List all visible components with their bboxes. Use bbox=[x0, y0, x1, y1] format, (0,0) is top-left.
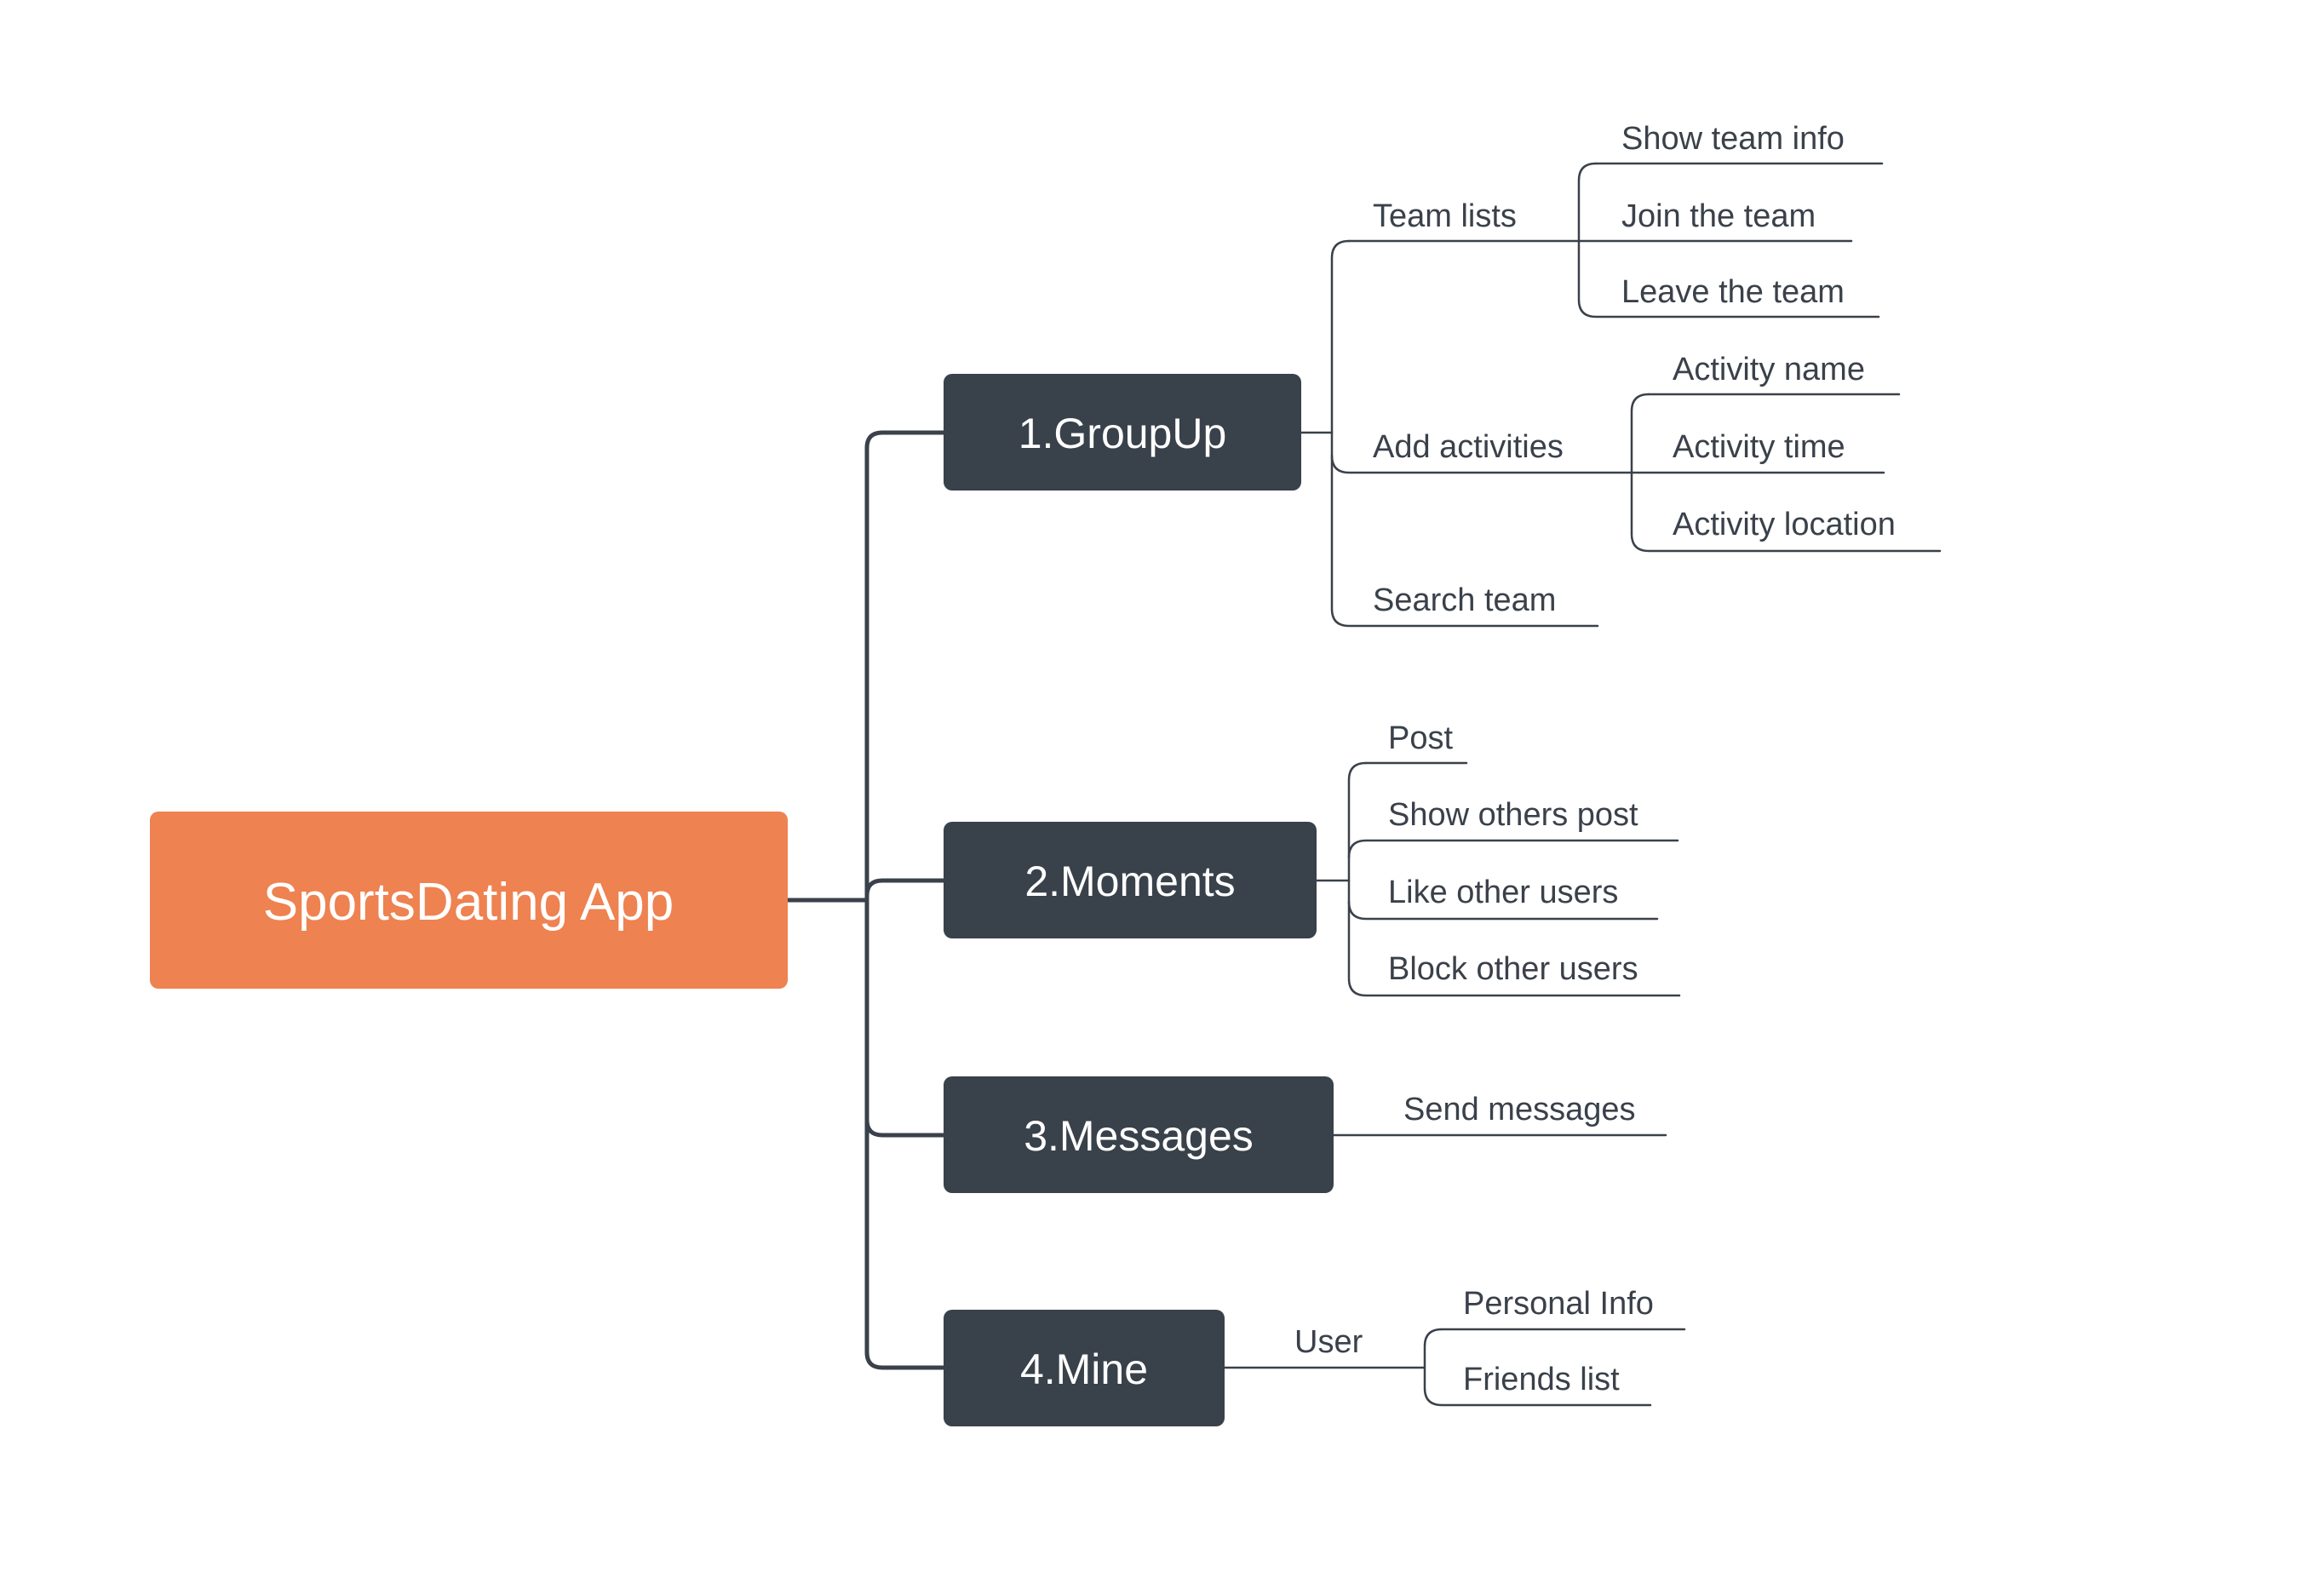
topic-post[interactable]: Post bbox=[1388, 720, 1453, 756]
branch-node-messages-label: 3.Messages bbox=[1024, 1112, 1254, 1160]
connector-add-activities-vertical bbox=[1630, 393, 1942, 553]
topic-activity-time[interactable]: Activity time bbox=[1673, 429, 1845, 465]
topic-show-team-info[interactable]: Show team info bbox=[1621, 121, 1845, 157]
connector-trunk-vertical bbox=[864, 430, 946, 1370]
connector-show-others-post-line bbox=[1347, 839, 1679, 859]
connector-like-users-line bbox=[1347, 900, 1659, 921]
topic-block-other-users[interactable]: Block other users bbox=[1388, 951, 1638, 987]
branch-node-moments[interactable] bbox=[944, 822, 1317, 938]
topic-team-lists[interactable]: Team lists bbox=[1373, 198, 1517, 234]
topic-send-messages[interactable]: Send messages bbox=[1403, 1092, 1636, 1127]
branch-node-moments-label: 2.Moments bbox=[1024, 858, 1235, 905]
branch-node-groupup[interactable] bbox=[944, 374, 1301, 491]
topic-leave-the-team[interactable]: Leave the team bbox=[1621, 274, 1845, 310]
topic-activity-name[interactable]: Activity name bbox=[1673, 352, 1865, 387]
topic-add-activities[interactable]: Add activities bbox=[1373, 429, 1564, 465]
root-node[interactable] bbox=[150, 812, 788, 989]
branch-node-groupup-label: 1.GroupUp bbox=[1019, 410, 1227, 457]
topic-user[interactable]: User bbox=[1294, 1324, 1363, 1360]
topic-show-others-post[interactable]: Show others post bbox=[1388, 797, 1638, 833]
connector-to-messages bbox=[864, 1117, 946, 1138]
connector-team-lists-vertical bbox=[1577, 162, 1880, 318]
branch-node-mine-label: 4.Mine bbox=[1020, 1345, 1148, 1393]
connector-to-moments bbox=[864, 878, 946, 898]
connector-moments-vertical bbox=[1347, 761, 1681, 997]
root-node-label: SportsDating App bbox=[263, 873, 674, 932]
topic-search-team[interactable]: Search team bbox=[1373, 582, 1556, 618]
connector-add-activities-line bbox=[1330, 454, 1633, 474]
topic-join-the-team[interactable]: Join the team bbox=[1621, 198, 1816, 234]
topic-personal-info[interactable]: Personal Info bbox=[1463, 1286, 1654, 1322]
topic-like-other-users[interactable]: Like other users bbox=[1388, 875, 1618, 910]
connector-groupup-vertical bbox=[1330, 239, 1599, 628]
topic-activity-location[interactable]: Activity location bbox=[1673, 507, 1896, 542]
topic-friends-list[interactable]: Friends list bbox=[1463, 1362, 1620, 1397]
branch-node-mine[interactable] bbox=[944, 1310, 1225, 1426]
branch-node-messages[interactable] bbox=[944, 1076, 1334, 1193]
connector-user-vertical bbox=[1423, 1328, 1652, 1407]
